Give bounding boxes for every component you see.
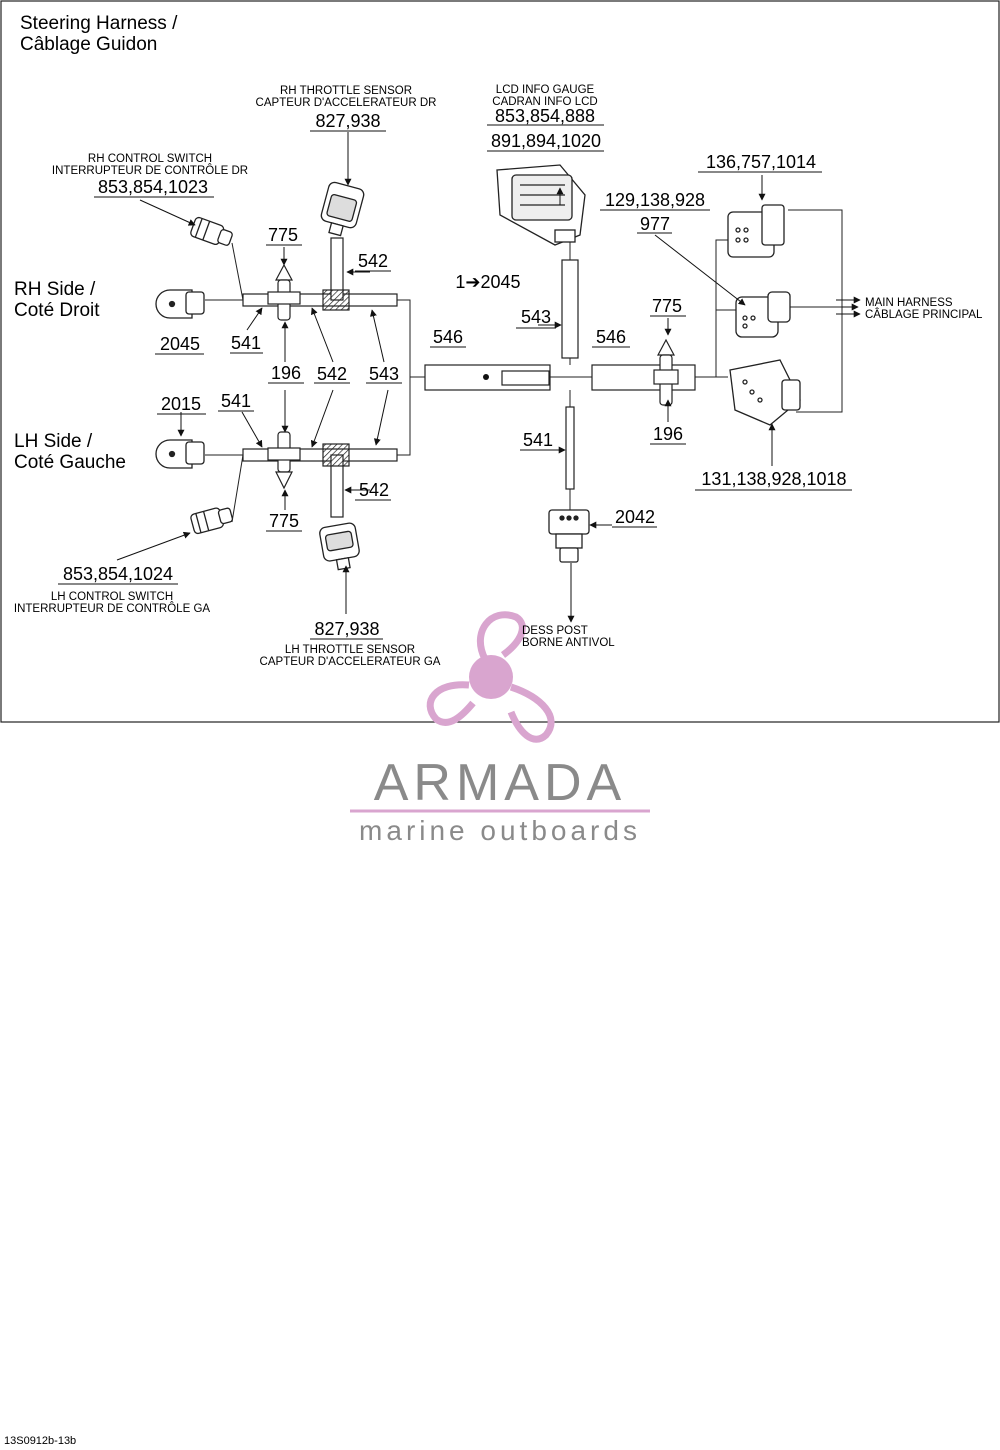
harness-wires: [242, 237, 696, 518]
lh-control-en: LH CONTROL SWITCH: [51, 591, 173, 603]
callout-542-rh: 542: [358, 251, 388, 271]
lh-side-label-line1: LH Side /: [14, 431, 93, 452]
rh-control-switch-connector-icon: [190, 216, 233, 246]
callout-546-left: 546: [433, 327, 463, 347]
callout-546-right: 546: [596, 327, 626, 347]
dess-riser-sleeve: [565, 406, 575, 490]
dess-post-connector-icon: [548, 509, 590, 563]
rh-throttle-sensor-icon: [320, 181, 365, 237]
callout-542-mid: 542: [317, 364, 347, 384]
rh-throttle-parts: 827,938: [315, 111, 380, 131]
center-harness-right: [591, 364, 696, 391]
lh-control-parts: 853,854,1024: [63, 564, 173, 584]
rh-throttle-fr: CAPTEUR D'ACCELERATEUR DR: [256, 97, 437, 109]
rh-harness-sleeve: [242, 293, 398, 307]
callout-541-lh: 541: [221, 391, 251, 411]
right-fuse-holder-icon: [653, 338, 679, 406]
brand-tagline: marine outboards: [359, 815, 641, 846]
callout-543-center: 543: [521, 307, 551, 327]
main-harness-connector-bottom-icon: [729, 359, 801, 426]
lh-side-label-line2: Coté Gauche: [14, 452, 126, 473]
rh-side-label-line1: RH Side /: [14, 279, 96, 300]
conn-mid-parts1: 129,138,928: [605, 190, 705, 210]
lh-harness-sleeve: [242, 448, 398, 462]
callout-underlines: [58, 124, 852, 640]
rh-throttle-en: RH THROTTLE SENSOR: [280, 85, 412, 97]
propeller-watermark-icon: [426, 611, 555, 743]
lcd-gauge-en: LCD INFO GAUGE: [496, 84, 595, 96]
rh-junction-hatch: [322, 289, 350, 311]
rh-fuse-holder-icon: [267, 263, 301, 321]
lcd-riser-sleeve: [561, 259, 579, 359]
callout-775-right: 775: [652, 296, 682, 316]
label-slot: [501, 370, 550, 386]
callout-2015: 2015: [161, 394, 201, 414]
brand-name: ARMADA: [374, 754, 626, 812]
callout-775-lh: 775: [269, 511, 299, 531]
callout-541-rh: 541: [231, 333, 261, 353]
main-harness-connector-top-icon: [727, 204, 785, 258]
lh-round-plug-icon: [155, 439, 205, 469]
callout-196-right: 196: [653, 424, 683, 444]
main-harness-connector-mid-icon: [735, 291, 791, 338]
dess-post-fr: BORNE ANTIVOL: [522, 637, 615, 649]
lh-junction-hatch: [322, 443, 350, 467]
conn-top-parts: 136,757,1014: [706, 152, 816, 172]
rh-control-fr: INTERRUPTEUR DE CONTRÔLE DR: [52, 164, 248, 177]
main-harness-fr: CÂBLAGE PRINCIPAL: [865, 308, 983, 321]
rh-side-label-line2: Coté Droit: [14, 300, 100, 321]
diagram-title-line2: Câblage Guidon: [20, 34, 157, 55]
lh-throttle-parts: 827,938: [314, 619, 379, 639]
lh-throttle-fr: CAPTEUR D'ACCELERATEUR GA: [260, 656, 441, 668]
figure-code: 13S0912b-13b: [4, 1435, 76, 1447]
main-harness-en: MAIN HARNESS: [865, 297, 953, 309]
lh-fuse-holder-icon: [267, 431, 301, 490]
callout-2042: 2042: [615, 507, 655, 527]
callout-2045-rh: 2045: [160, 334, 200, 354]
rh-round-plug-icon: [155, 289, 205, 319]
callout-775-rh: 775: [268, 225, 298, 245]
lcd-gauge-parts2: 891,894,1020: [491, 131, 601, 151]
diagram-frame: [0, 0, 1000, 723]
callout-1-to-2045: 1➔2045: [455, 272, 520, 292]
center-dot: [483, 374, 489, 380]
lcd-gauge-connector-icon: [496, 164, 586, 246]
leader-arrows: [116, 132, 859, 623]
diagram-title-line1: Steering Harness /: [20, 13, 178, 34]
conn-mid-parts2: 977: [640, 214, 670, 234]
conn-bot-parts: 131,138,928,1018: [701, 469, 846, 489]
callout-542-lh: 542: [359, 480, 389, 500]
lcd-gauge-parts1: 853,854,888: [495, 106, 595, 126]
lh-throttle-en: LH THROTTLE SENSOR: [285, 644, 415, 656]
dess-post-en: DESS POST: [522, 625, 588, 637]
callout-543-mid: 543: [369, 364, 399, 384]
callout-196-l: 196: [271, 363, 301, 383]
lcd-gauge-fr: CADRAN INFO LCD: [492, 96, 597, 108]
lh-control-fr: INTERRUPTEUR DE CONTRÔLE GA: [14, 602, 210, 615]
lh-control-switch-connector-icon: [190, 507, 234, 535]
main-harness-arrows: [836, 296, 861, 318]
lh-throttle-sensor-icon: [319, 522, 360, 571]
rh-control-en: RH CONTROL SWITCH: [88, 153, 212, 165]
connecting-lines: [205, 209, 843, 523]
rh-control-parts: 853,854,1023: [98, 177, 208, 197]
callout-541-center: 541: [523, 430, 553, 450]
